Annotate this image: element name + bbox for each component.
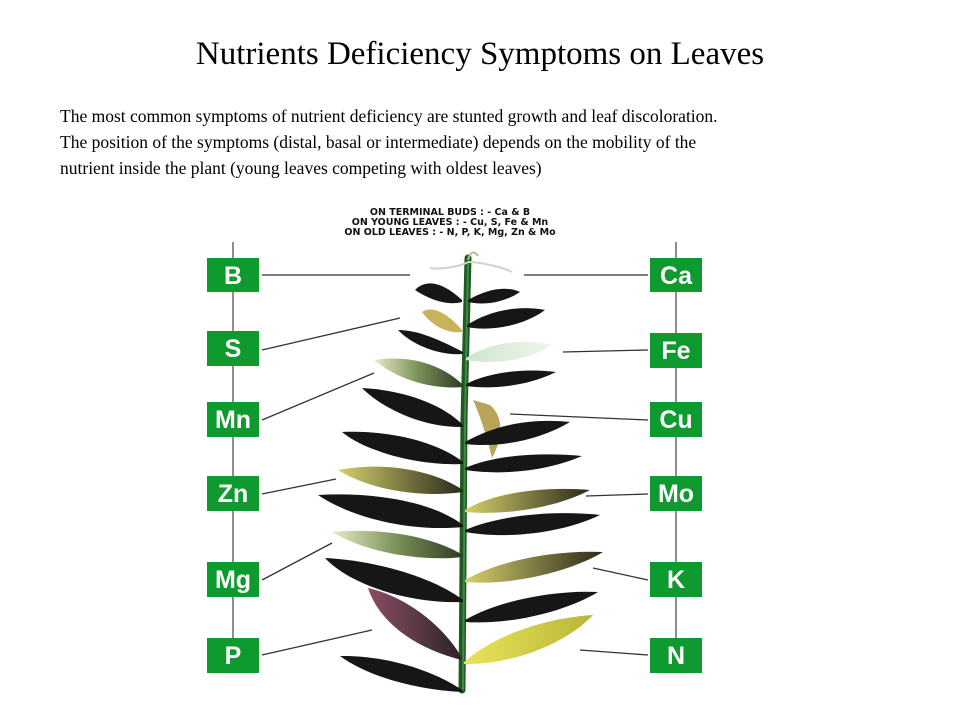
box-mg-label: Mg — [215, 566, 251, 594]
intro-line: The most common symptoms of nutrient def… — [60, 106, 718, 126]
box-k: K — [650, 562, 702, 597]
box-ca-label: Ca — [660, 262, 693, 290]
leaf-right-7 — [465, 454, 582, 473]
leaf-right-1 — [468, 288, 520, 304]
leaf-right-4 — [466, 370, 556, 388]
legend: ON TERMINAL BUDS : - Ca & B ON YOUNG LEA… — [300, 208, 600, 238]
terminal-buds — [429, 251, 513, 273]
intro-line: nutrient inside the plant (young leaves … — [60, 158, 542, 178]
leaf-right-11 — [465, 591, 598, 623]
right-leaves — [464, 288, 603, 665]
box-mn-label: Mn — [215, 406, 251, 434]
pointer-lines — [261, 274, 649, 656]
box-cu-label: Cu — [659, 406, 692, 434]
box-mo-label: Mo — [658, 480, 694, 508]
box-cu: Cu — [650, 402, 702, 437]
leaf-left-10 — [325, 558, 463, 603]
leaf-left-1 — [415, 283, 462, 304]
box-s-label: S — [225, 335, 242, 363]
page-title: Nutrients Deficiency Symptoms on Leaves — [195, 36, 765, 72]
intro-line: The position of the symptoms (distal, ba… — [60, 132, 697, 152]
leaf-left-11-p — [368, 588, 462, 660]
leaf-right-9 — [465, 513, 600, 536]
leaf-right-3-fe — [466, 341, 552, 362]
box-n: N — [650, 638, 702, 673]
leaf-right-8-mo — [465, 488, 590, 513]
box-s: S — [207, 331, 259, 366]
leaf-left-6 — [342, 431, 463, 465]
legend-line-old-leaves: ON OLD LEAVES : - N, P, K, Mg, Zn & Mo — [344, 227, 556, 238]
leaf-left-8 — [318, 494, 463, 529]
leaf-left-5 — [362, 388, 463, 428]
box-fe-label: Fe — [661, 337, 690, 365]
box-zn: Zn — [207, 476, 259, 511]
box-mo: Mo — [650, 476, 702, 511]
leaf-left-7-zn — [338, 466, 463, 494]
leaf-left-4-mn — [374, 358, 463, 388]
leaf-right-10-k — [465, 551, 603, 583]
box-mn: Mn — [207, 402, 259, 437]
leaf-right-12-n — [464, 615, 593, 665]
box-mg: Mg — [207, 562, 259, 597]
legend-line-young-leaves: ON YOUNG LEAVES : - Cu, S, Fe & Mn — [351, 217, 549, 228]
leaf-left-12 — [340, 655, 462, 692]
leaf-left-9-mg — [332, 530, 463, 559]
box-b-label: B — [224, 262, 242, 290]
intro-text: The most common symptoms of nutrient def… — [60, 103, 920, 181]
leaf-right-2 — [467, 308, 545, 329]
box-zn-label: Zn — [218, 480, 249, 508]
box-n-label: N — [667, 642, 685, 670]
legend-line-terminal-buds: ON TERMINAL BUDS : - Ca & B — [369, 207, 531, 218]
box-b: B — [207, 258, 259, 292]
box-p: P — [207, 638, 259, 673]
left-leaves — [318, 283, 463, 692]
leaf-right-6 — [465, 420, 570, 446]
box-p-label: P — [225, 642, 242, 670]
leaf-left-2 — [422, 309, 462, 333]
box-ca: Ca — [650, 258, 702, 292]
nutrient-boxes-left: B S Mn Zn Mg P — [207, 258, 259, 673]
box-fe: Fe — [650, 333, 702, 368]
stem-highlight — [462, 261, 469, 691]
leaf-left-3 — [398, 330, 463, 355]
nutrient-boxes-right: Ca Fe Cu Mo K N — [650, 258, 702, 673]
box-k-label: K — [667, 566, 685, 594]
